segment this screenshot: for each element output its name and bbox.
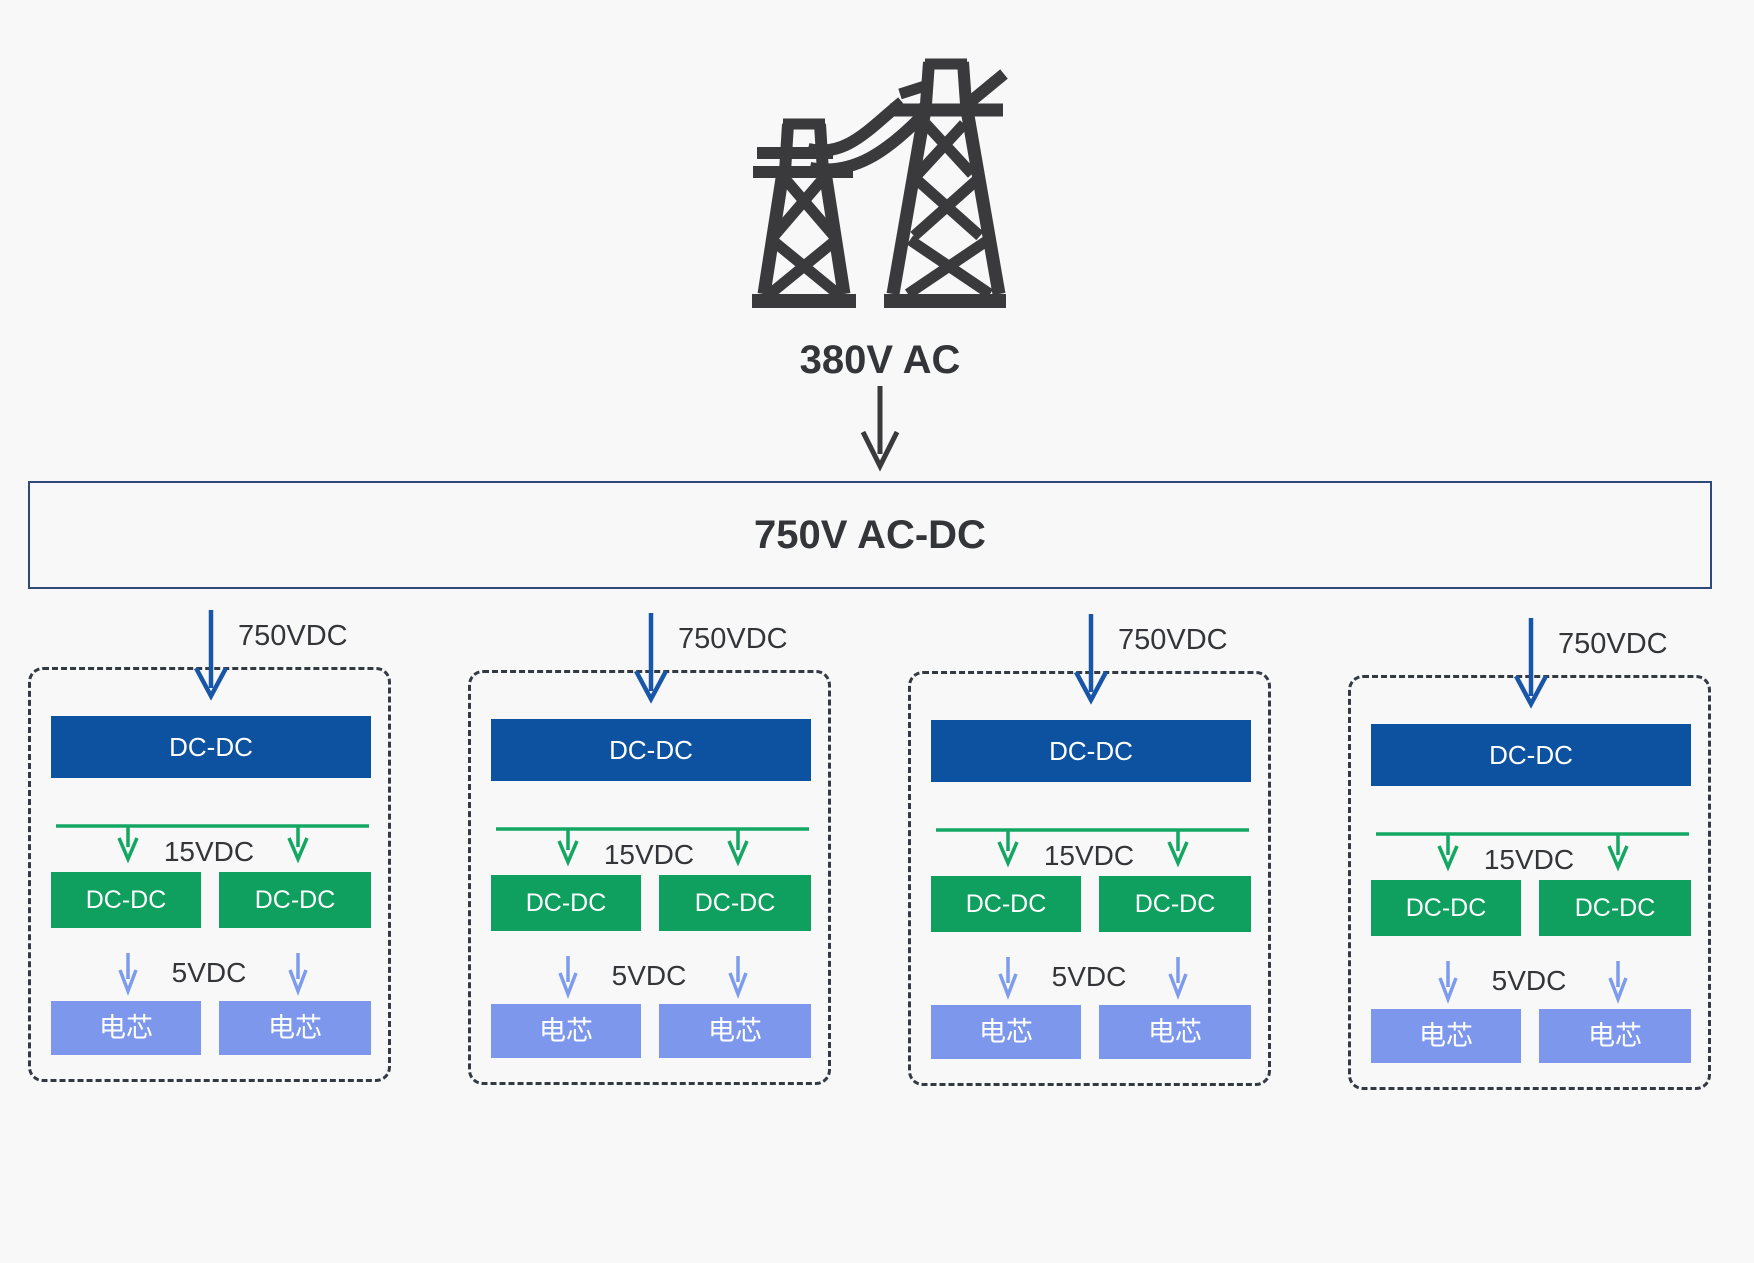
- dcdc-main-converter: DC-DC: [491, 719, 811, 781]
- feed-voltage-label: 750VDC: [1118, 624, 1228, 656]
- mid-bus-arrows-icon: [1376, 832, 1689, 872]
- dcdc-main-converter: DC-DC: [51, 716, 371, 778]
- mid-voltage-label: 15VDC: [163, 836, 255, 867]
- feed-voltage-label: 750VDC: [238, 620, 348, 652]
- transmission-towers-icon: [752, 58, 1008, 308]
- low-voltage-label: 5VDC: [611, 960, 687, 991]
- battery-cell-left: 电芯: [491, 1004, 641, 1058]
- battery-cell-left: 电芯: [1371, 1009, 1521, 1063]
- battery-cell-left: 电芯: [51, 1001, 201, 1055]
- low-voltage-label: 5VDC: [1051, 961, 1127, 992]
- feed-voltage-label: 750VDC: [678, 623, 788, 655]
- ac-dc-converter-box: 750V AC-DC: [28, 481, 1712, 589]
- dcdc-left-converter: DC-DC: [931, 876, 1081, 932]
- grid-voltage-label: 380V AC: [799, 338, 961, 382]
- battery-cell-right: 电芯: [659, 1004, 811, 1058]
- feed-down-arrow-icon: [634, 613, 668, 704]
- battery-cell-right: 电芯: [1099, 1005, 1251, 1059]
- dcdc-main-converter: DC-DC: [1371, 724, 1691, 786]
- mid-bus-arrows-icon: [936, 828, 1249, 868]
- low-voltage-arrows-icon: [118, 953, 308, 996]
- mid-voltage-label: 15VDC: [603, 839, 695, 870]
- battery-cluster-box: 750VDC DC-DC 15VDC DC-DC DC-DC 5VDC 电芯 电…: [28, 610, 391, 1082]
- mid-voltage-label: 15VDC: [1043, 840, 1135, 871]
- dcdc-right-converter: DC-DC: [1099, 876, 1251, 932]
- mid-voltage-label: 15VDC: [1483, 844, 1575, 875]
- battery-cell-right: 电芯: [1539, 1009, 1691, 1063]
- main-down-arrow-icon: [860, 386, 900, 472]
- feed-voltage-label: 750VDC: [1558, 628, 1668, 660]
- mid-bus-arrows-icon: [56, 824, 369, 864]
- dcdc-right-converter: DC-DC: [219, 872, 371, 928]
- dcdc-right-converter: DC-DC: [1539, 880, 1691, 936]
- battery-cell-right: 电芯: [219, 1001, 371, 1055]
- low-voltage-label: 5VDC: [1491, 965, 1567, 996]
- dcdc-main-converter: DC-DC: [931, 720, 1251, 782]
- low-voltage-arrows-icon: [558, 956, 748, 999]
- feed-down-arrow-icon: [1514, 618, 1548, 709]
- mid-bus-arrows-icon: [496, 827, 809, 867]
- low-voltage-label: 5VDC: [171, 957, 247, 988]
- low-voltage-arrows-icon: [998, 957, 1188, 1000]
- dcdc-right-converter: DC-DC: [659, 875, 811, 931]
- dcdc-left-converter: DC-DC: [1371, 880, 1521, 936]
- dcdc-left-converter: DC-DC: [51, 872, 201, 928]
- battery-cluster-box: 750VDC DC-DC 15VDC DC-DC DC-DC 5VDC 电芯 电…: [1348, 618, 1711, 1090]
- low-voltage-arrows-icon: [1438, 961, 1628, 1004]
- dcdc-left-converter: DC-DC: [491, 875, 641, 931]
- battery-cell-left: 电芯: [931, 1005, 1081, 1059]
- battery-cluster-box: 750VDC DC-DC 15VDC DC-DC DC-DC 5VDC 电芯 电…: [468, 613, 831, 1085]
- feed-down-arrow-icon: [1074, 614, 1108, 705]
- battery-cluster-box: 750VDC DC-DC 15VDC DC-DC DC-DC 5VDC 电芯 电…: [908, 614, 1271, 1086]
- feed-down-arrow-icon: [194, 610, 228, 701]
